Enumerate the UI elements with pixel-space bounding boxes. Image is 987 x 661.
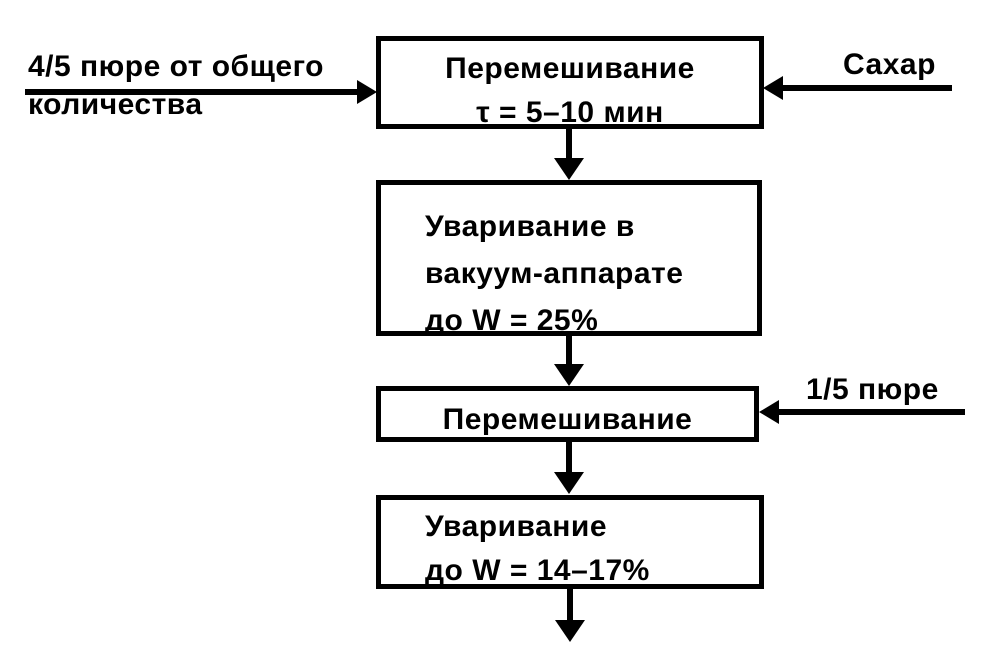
process-box-mixing-2: Перемешивание <box>376 386 759 442</box>
arrow-input-puree-fifth <box>778 409 965 415</box>
arrow-input-sugar <box>780 85 952 91</box>
arrowhead-down <box>555 620 585 642</box>
arrow-output <box>567 589 573 621</box>
arrow-mixing2-to-final <box>566 442 572 473</box>
input-label-puree-fifth: 1/5 пюре <box>806 371 939 409</box>
label-text-line: 4/5 пюре от общего <box>28 50 325 83</box>
label-text-line: 1/5 пюре <box>806 373 939 406</box>
box-text-line: Перемешивание <box>442 403 693 436</box>
arrowhead-left <box>763 76 783 100</box>
arrowhead-down <box>554 472 584 494</box>
box-text-line: Уваривание <box>425 510 607 543</box>
box-text-line: до W = 14–17% <box>425 554 650 587</box>
process-box-mixing-1: Перемешивание τ = 5–10 мин <box>376 36 764 129</box>
arrow-mixing1-to-vacuum <box>566 129 572 160</box>
box-text-line: Уваривание в <box>425 210 635 243</box>
arrowhead-down <box>554 364 584 386</box>
box-text-line: до W = 25% <box>425 304 599 337</box>
label-text-line: Сахар <box>843 48 936 81</box>
box-text-line: τ = 5–10 мин <box>476 96 664 129</box>
box-text-line: вакуум-аппарате <box>425 257 684 290</box>
arrowhead-down <box>554 158 584 180</box>
process-box-vacuum-boiling: Уваривание в вакуум-аппарате до W = 25% <box>376 180 762 337</box>
arrow-vacuum-to-mixing2 <box>566 336 572 365</box>
process-box-final-boiling: Уваривание до W = 14–17% <box>376 495 764 589</box>
box-text-line: Перемешивание <box>445 52 695 85</box>
input-label-sugar: Сахар <box>843 46 936 84</box>
arrowhead-left <box>759 400 779 424</box>
arrow-input-puree-main <box>25 89 358 95</box>
input-label-puree-main: 4/5 пюре от общего количества <box>28 48 324 124</box>
arrowhead-right <box>357 80 377 104</box>
